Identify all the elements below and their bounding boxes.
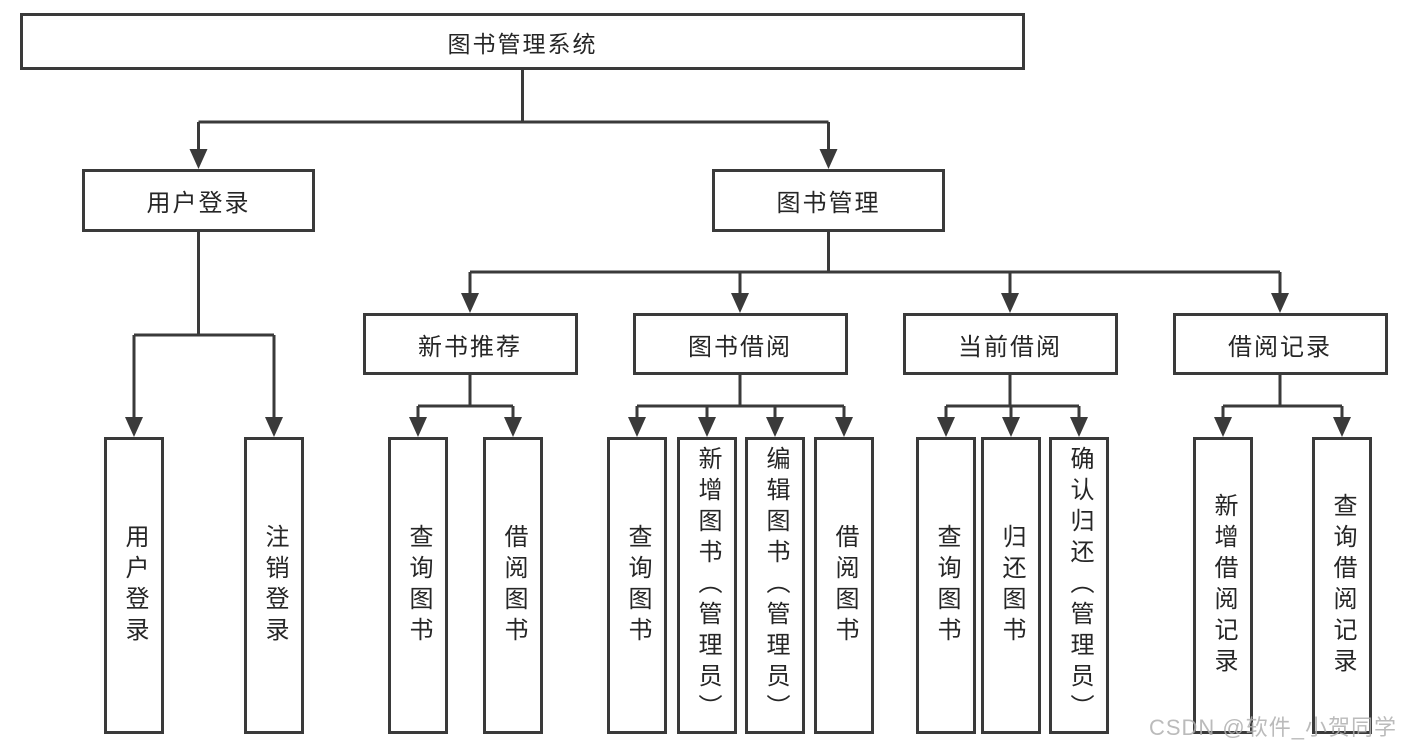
node-leaf-return-books: 归还图书 bbox=[981, 437, 1041, 734]
node-root-library-management-system: 图书管理系统 bbox=[20, 13, 1025, 70]
node-label: 用户登录 bbox=[146, 190, 251, 217]
node-leaf-user-login: 用户登录 bbox=[104, 437, 164, 734]
node-borrowing-records: 借阅记录 bbox=[1172, 313, 1388, 375]
csdn-watermark: CSDN @软件_小贺同学 bbox=[1148, 715, 1397, 740]
node-label: 查询图书 bbox=[624, 523, 651, 648]
node-leaf-query-books-2: 查询图书 bbox=[607, 437, 667, 734]
node-label: 查询图书 bbox=[933, 523, 960, 648]
node-leaf-edit-books-admin: 编辑图书（管理员） bbox=[745, 437, 805, 734]
node-label: 注销登录 bbox=[261, 523, 288, 648]
node-label: 图书借阅 bbox=[688, 333, 792, 361]
node-current-borrowing: 当前借阅 bbox=[902, 313, 1118, 375]
node-leaf-query-borrow-record: 查询借阅记录 bbox=[1312, 437, 1372, 734]
node-user-login: 用户登录 bbox=[82, 169, 315, 232]
node-leaf-add-books-admin: 新增图书（管理员） bbox=[677, 437, 737, 734]
node-label: 新增借阅记录 bbox=[1210, 492, 1237, 679]
node-book-borrowing: 图书借阅 bbox=[632, 313, 848, 375]
node-label: 图书管理 bbox=[776, 190, 881, 217]
node-leaf-logout: 注销登录 bbox=[244, 437, 304, 734]
node-label: 确认归还（管理员） bbox=[1066, 446, 1093, 725]
node-label: 当前借阅 bbox=[958, 333, 1062, 361]
node-label: 新书推荐 bbox=[418, 333, 522, 361]
node-leaf-confirm-return-admin: 确认归还（管理员） bbox=[1049, 437, 1109, 734]
node-label: 查询图书 bbox=[405, 523, 432, 648]
node-label: 查询借阅记录 bbox=[1329, 492, 1356, 679]
node-leaf-query-books-3: 查询图书 bbox=[916, 437, 976, 734]
node-label: 用户登录 bbox=[121, 523, 148, 648]
node-label: 借阅图书 bbox=[831, 523, 858, 648]
node-leaf-add-borrow-record: 新增借阅记录 bbox=[1193, 437, 1253, 734]
node-label: 借阅记录 bbox=[1228, 333, 1332, 361]
node-leaf-query-books-1: 查询图书 bbox=[388, 437, 448, 734]
node-book-management: 图书管理 bbox=[712, 169, 945, 232]
node-label: 图书管理系统 bbox=[447, 30, 598, 57]
node-leaf-borrow-books-2: 借阅图书 bbox=[814, 437, 874, 734]
node-label: 归还图书 bbox=[998, 523, 1025, 648]
node-label: 借阅图书 bbox=[500, 523, 527, 648]
node-leaf-borrow-books-1: 借阅图书 bbox=[483, 437, 543, 734]
node-new-book-recommend: 新书推荐 bbox=[362, 313, 578, 375]
node-label: 新增图书（管理员） bbox=[694, 446, 721, 725]
node-label: 编辑图书（管理员） bbox=[762, 446, 789, 725]
